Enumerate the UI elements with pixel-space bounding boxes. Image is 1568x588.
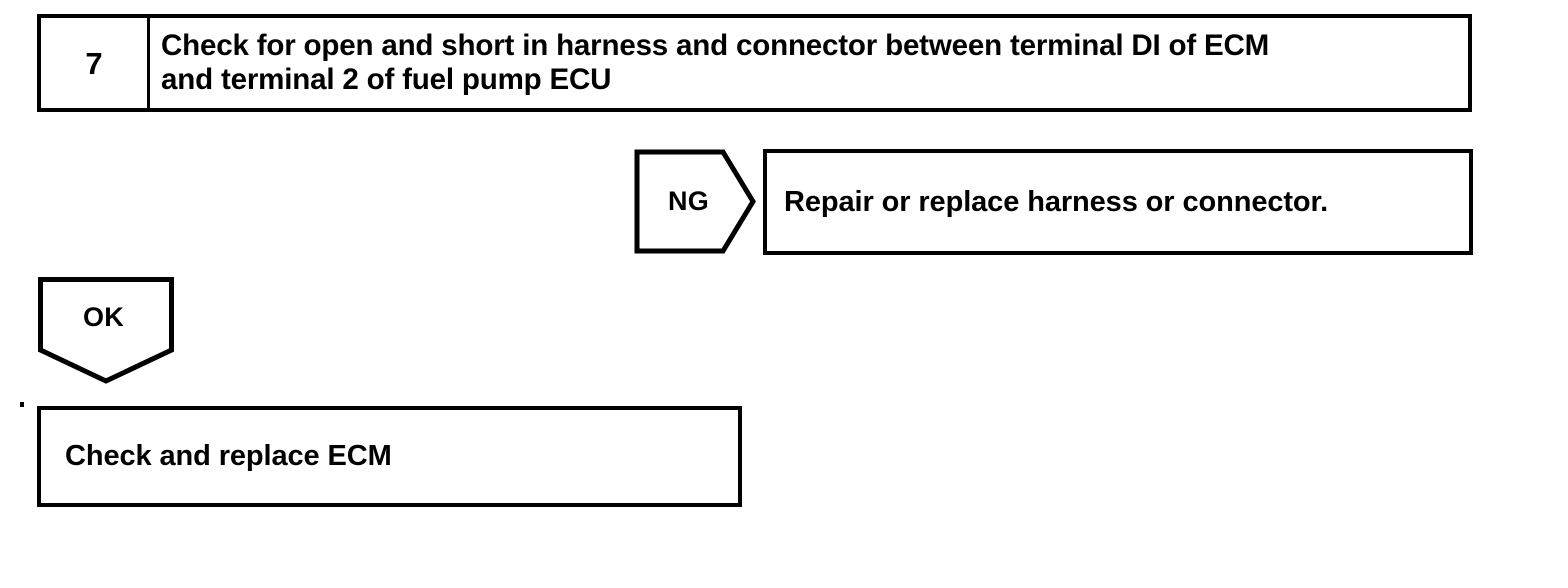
scan-artifact-speck [20,402,24,407]
step-number-cell: 7 [41,18,150,108]
ng-result-box: Repair or replace harness or connector. [763,149,1473,255]
ok-pentagon-shape [38,277,174,384]
ng-branch-label: NG [668,186,709,216]
ok-branch-label: OK [83,302,124,332]
pentagon-down-icon [38,277,174,384]
ng-result-text: Repair or replace harness or connector. [784,185,1329,218]
ok-result-box: Check and replace ECM [37,406,742,507]
ng-pentagon-shape [634,149,756,254]
ng-branch: NG Repair or replace harness or connecto… [634,149,1473,256]
ok-result-text: Check and replace ECM [65,440,392,472]
step-row: 7 Check for open and short in harness an… [37,14,1472,112]
step-instruction-text: Check for open and short in harness and … [161,29,1270,96]
step-number: 7 [85,45,103,81]
pentagon-right-icon [634,149,756,254]
step-instruction-cell: Check for open and short in harness and … [150,18,1468,108]
ok-branch: OK [38,277,174,384]
